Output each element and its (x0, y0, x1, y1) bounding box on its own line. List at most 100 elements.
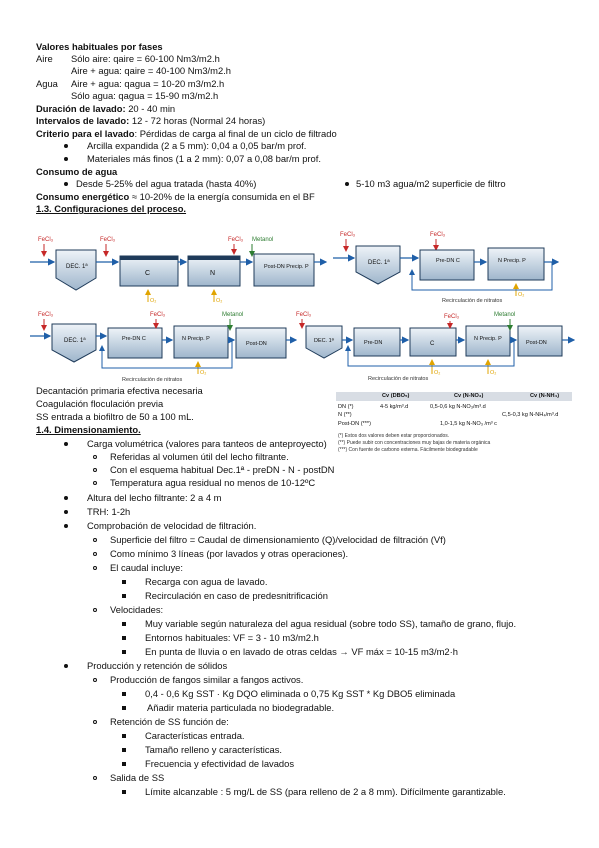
fecl3-label: FeCl₃ (340, 232, 356, 238)
n-precip-label: N Precip. P (474, 336, 502, 342)
consumo-energetico: Consumo energético ≈ 10-20% de la energí… (36, 191, 315, 202)
altura-lecho: Altura del lecho filtrante: 2 a 4 m (87, 492, 222, 503)
fecl3-label: FeCl₃ (444, 314, 460, 320)
bullet-dot (64, 182, 68, 186)
row-label-n: N (**) (338, 412, 352, 418)
bullet-square (122, 650, 126, 654)
fecl3-label: FeCl₃ (38, 237, 54, 243)
dec1-tank (51, 323, 97, 363)
metanol-label: Metanol (494, 312, 515, 318)
c-tank (119, 255, 179, 287)
criterio-value: : Pérdidas de carga al final de un ciclo… (134, 128, 337, 139)
agua-line-1: Aire + agua: qagua = 10-20 m3/m2.h (71, 78, 225, 89)
bullet-dot (64, 442, 68, 446)
bullet-dot (64, 510, 68, 514)
post-dn-label: Post-DN (526, 340, 547, 346)
n-label: N (210, 270, 215, 277)
consumo-agua-bullet-1: Desde 5-25% del agua tratada (hasta 40%) (76, 178, 257, 189)
table-note-1: (*) Estos dos valores deben estar propor… (338, 433, 450, 439)
dec1-label: DEC. 1ª (314, 337, 335, 344)
consumo-energetico-value: ≈ 10-20% de la energía consumida en el B… (129, 191, 315, 202)
bullet-square (122, 790, 126, 794)
n-precip-tank (487, 247, 545, 281)
kg-sst: 0,4 - 0,6 Kg SST · Kg DQO eliminada o 0,… (145, 688, 456, 699)
entornos-habituales: Entornos habituales: VF = 3 - 10 m3/m2.h (145, 632, 319, 643)
caracteristicas-entrada: Características entrada. (145, 730, 245, 741)
bullet-dot (64, 144, 68, 148)
n-precip-label: N Precip. P (182, 336, 210, 342)
metanol-label: Metanol (252, 237, 273, 243)
cell-dn-no3: 0,5-0,6 kg N-NO₃/m³.d (430, 404, 486, 410)
post-dn-label: Post-DN (246, 341, 267, 347)
bullet-ring (93, 455, 97, 459)
bullet-dot (64, 664, 68, 668)
n-precip-tank (173, 325, 229, 359)
cv-header-no3: Cv (N-NO₃) (454, 393, 484, 399)
bullet-ring (93, 481, 97, 485)
bullet-dot (64, 496, 68, 500)
aire-label: Aire (36, 53, 53, 64)
bullet-square (122, 706, 126, 710)
cv-table-header (336, 392, 572, 401)
intervalos-lavado: Intervalos de lavado: 12 - 72 horas (Nor… (36, 115, 265, 126)
bullet-square (122, 636, 126, 640)
caudal-incluye: El caudal incluye: (110, 562, 183, 573)
carga-sub-1: Referidas al volumen útil del lecho filt… (110, 451, 289, 462)
fecl3-label: FeCl₃ (100, 237, 116, 243)
punta-lluvia: En punta de lluvia o en lavado de otras … (145, 646, 458, 657)
consumo-agua-bullet-2: 5-10 m3 agua/m2 superficie de filtro (356, 178, 506, 189)
table-note-2: (**) Puede subir con concentraciones muy… (338, 440, 491, 446)
n-tank (187, 255, 241, 287)
bullet-square (122, 762, 126, 766)
trh: TRH: 1-2h (87, 506, 131, 517)
diagram-4: FeCl₃ DEC. 1ª Pre-DN C FeCl₃ O₂ N Precip… (296, 312, 576, 382)
agua-label: Agua (36, 78, 58, 89)
bullet-square (122, 622, 126, 626)
o2-label: O₂ (434, 370, 440, 376)
pre-dn-label: Pre-DN (364, 340, 382, 346)
comprobacion-velocidad: Comprobación de velocidad de filtración. (87, 520, 257, 531)
superficie-filtro: Superficie del filtro = Caudal de dimens… (110, 534, 446, 545)
note-decantacion: Decantación primaria efectiva necesaria (36, 385, 203, 396)
fecl3-label: FeCl₃ (38, 312, 54, 318)
bullet-square (122, 594, 126, 598)
dec1-tank (305, 325, 343, 359)
dec1-label: DEC. 1ª (64, 337, 86, 344)
criterio-bullet-1: Arcilla expandida (2 a 5 mm): 0,04 a 0,0… (87, 140, 307, 151)
bullet-dot (64, 524, 68, 528)
dec1-label: DEC. 1ª (368, 259, 390, 266)
section-1-3-heading: 1.3. Configuraciones del proceso. (36, 203, 187, 214)
c-tank (409, 327, 457, 357)
post-dn-tank (235, 327, 287, 359)
fecl3-label: FeCl₃ (228, 237, 244, 243)
cv-header-nh4: Cv (N-NH₄) (530, 393, 560, 399)
o2-label: O₂ (150, 298, 156, 304)
minimo-lineas: Como mínimo 3 líneas (por lavados y otra… (110, 548, 349, 559)
retencion-ss: Retención de SS función de: (110, 716, 229, 727)
o2-label: O₂ (490, 370, 496, 376)
dec1-label: DEC. 1ª (66, 263, 88, 270)
o2-label: O₂ (518, 292, 524, 298)
carga-sub-3: Temperatura agua residual no menos de 10… (110, 477, 316, 488)
o2-label: O₂ (216, 298, 222, 304)
section-1-4-heading: 1.4. Dimensionamiento. (36, 424, 141, 435)
process-diagrams: FeCl₃ DEC. 1ª FeCl₃ C O₂ FeCl₃ N O₂ Meta… (30, 232, 576, 383)
fecl3-label: FeCl₃ (150, 312, 166, 318)
dec1-tank (55, 249, 97, 291)
row-label-postdn: Post-DN (***) (338, 421, 371, 427)
cell-n-nh4: C,5-0,3 kg N-NH₄/m³.d (502, 412, 559, 418)
intervalos-label: Intervalos de lavado: (36, 115, 130, 126)
carga-volumetrica: Carga volumétrica (valores para tanteos … (87, 438, 327, 449)
postdn-predip-label: Post-DN Precip. P (264, 264, 309, 270)
o2-label: O₂ (200, 370, 206, 376)
fecl3-label: FeCl₃ (296, 312, 312, 318)
duracion-value: 20 - 40 min (125, 103, 176, 114)
c-label: C (145, 270, 150, 277)
diagram-2: FeCl₃ DEC. 1ª FeCl₃ Pre-DN C N Precip. P… (333, 232, 560, 304)
produccion-retencion: Producción y retención de sólidos (87, 660, 228, 671)
cv-header-dbo: Cv (DBO₅) (382, 393, 410, 399)
criterio-label: Criterio para el lavado (36, 128, 135, 139)
cv-table: Cv (DBO₅) Cv (N-NO₃) Cv (N-NH₄) DN (*) N… (336, 392, 572, 432)
duracion-lavado: Duración de lavado: 20 - 40 min (36, 103, 175, 114)
fecl3-label: FeCl₃ (430, 232, 446, 238)
